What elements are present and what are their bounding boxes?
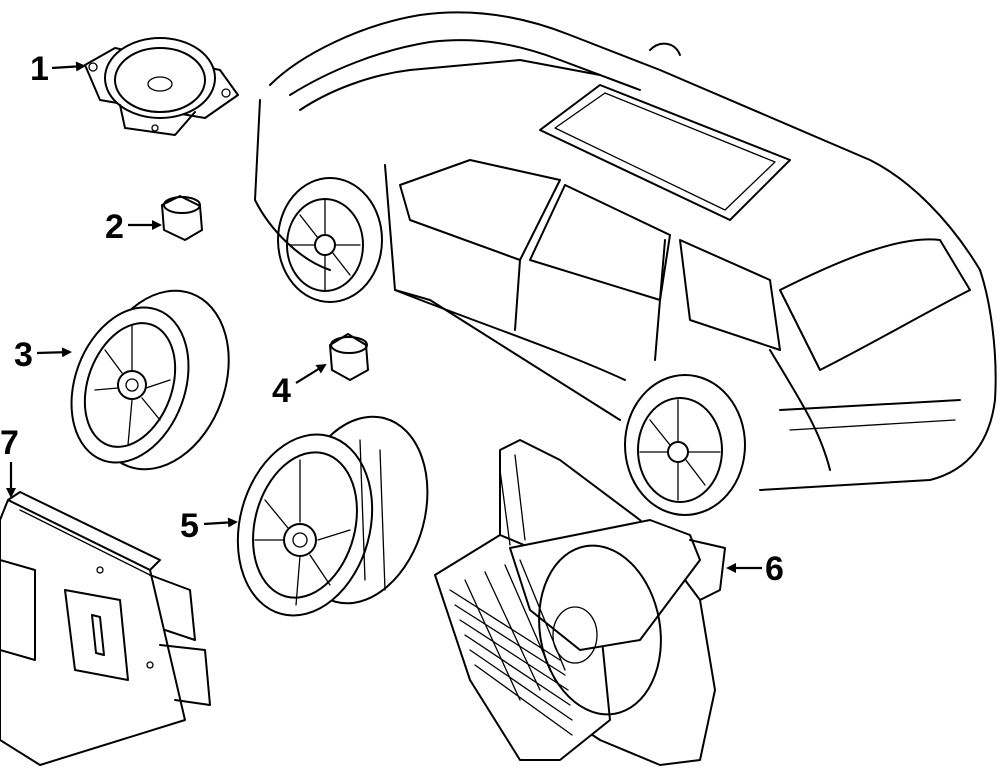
- callout-7: 7: [0, 424, 19, 498]
- subwoofer-enclosure-icon: [434, 439, 726, 766]
- speaker-nut-icon: [161, 195, 203, 241]
- door-speaker-icon: [236, 415, 429, 617]
- callout-3: 3: [14, 336, 72, 374]
- callout-label: 3: [14, 336, 33, 374]
- amplifier-module-icon: [0, 491, 211, 766]
- callout-label: 1: [30, 50, 49, 88]
- callout-label: 4: [272, 372, 291, 410]
- callout-5: 5: [180, 507, 238, 545]
- door-speaker-icon: [70, 289, 230, 471]
- front-wheel-icon: [277, 177, 383, 303]
- callout-6: 6: [726, 550, 784, 588]
- callout-label: 2: [105, 208, 124, 246]
- callout-label: 7: [0, 424, 19, 462]
- callout-4: 4: [272, 363, 327, 410]
- speaker-nut-icon: [329, 333, 369, 381]
- tweeter-speaker-icon: [84, 37, 239, 136]
- vehicle-icon: [254, 11, 997, 516]
- rear-wheel-icon: [624, 374, 746, 516]
- callout-1: 1: [30, 50, 86, 88]
- callout-2: 2: [105, 208, 162, 246]
- callout-label: 6: [765, 550, 784, 588]
- callout-label: 5: [180, 507, 199, 545]
